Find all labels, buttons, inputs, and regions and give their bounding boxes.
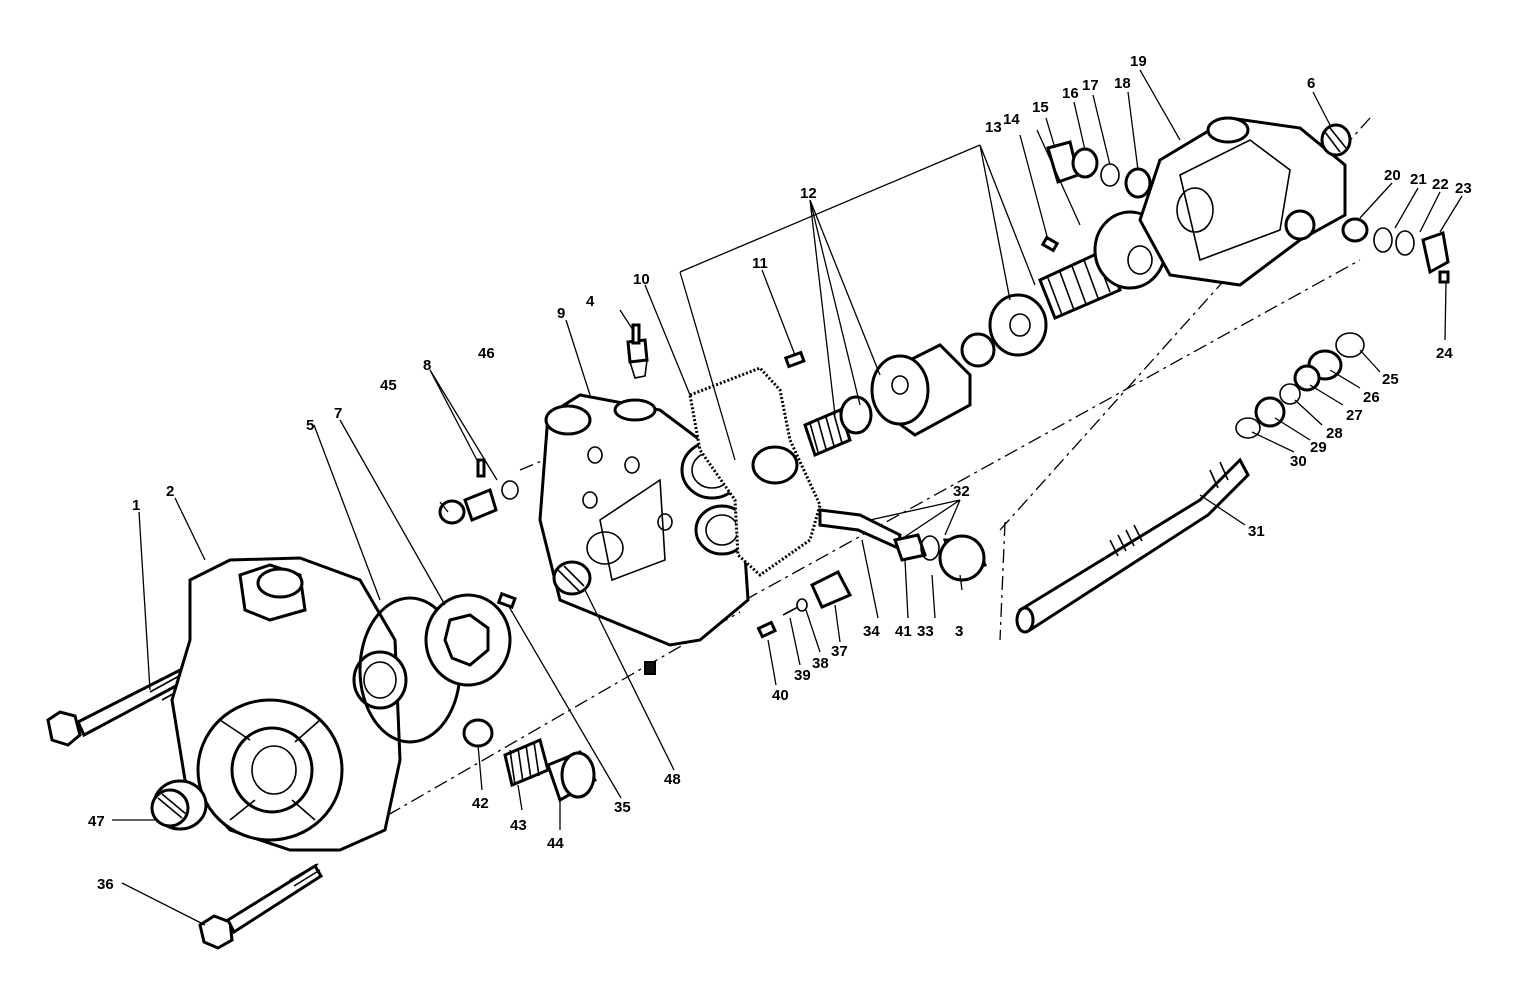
callout-3: 3 [955,623,963,640]
callout-48: 48 [664,771,681,788]
callout-8: 8 [423,357,431,374]
bearing-stack-25-30 [1235,332,1365,439]
check-valve-parts [438,458,519,525]
key-35 [496,591,517,610]
bushing-6 [1320,123,1352,157]
callout-12: 12 [800,185,817,202]
relief-valve-parts [462,718,598,803]
callout-21: 21 [1410,171,1427,188]
callout-44: 44 [547,835,564,852]
callout-4: 4 [586,293,595,310]
callout-24: 24 [1436,345,1453,362]
callout-35: 35 [614,799,631,816]
callout-9: 9 [557,305,565,322]
callout-36: 36 [97,876,114,893]
front-cover-2 [170,556,408,852]
callout-17: 17 [1082,77,1099,94]
bolt-36 [198,863,324,950]
callout-41: 41 [895,623,912,640]
rear-housing-19 [1138,116,1347,287]
callout-10: 10 [633,271,650,288]
callout-13: 13 [985,119,1002,136]
callout-43: 43 [510,817,527,834]
callout-23: 23 [1455,180,1472,197]
callout-46: 46 [478,345,495,362]
pin-11 [783,350,806,369]
callout-5: 5 [306,417,314,434]
callout-7: 7 [334,405,342,422]
callout-45: 45 [380,377,397,394]
callout-1: 1 [132,497,140,514]
seal-stack-15-18 [1046,140,1152,199]
callout-32: 32 [953,483,970,500]
callout-30: 30 [1290,453,1307,470]
callout-2: 2 [166,483,174,500]
callout-33: 33 [917,623,934,640]
gasket-10 [688,366,822,577]
cover-parts-20-24 [1284,209,1450,284]
callout-15: 15 [1032,99,1049,116]
callout-42: 42 [472,795,489,812]
callout-19: 19 [1130,53,1147,70]
callout-40: 40 [772,687,789,704]
callout-16: 16 [1062,85,1079,102]
callout-14: 14 [1003,111,1020,128]
valve-4 [626,323,649,379]
callout-29: 29 [1310,439,1327,456]
callout-31: 31 [1248,523,1265,540]
callout-22: 22 [1432,176,1449,193]
callout-11: 11 [752,255,768,272]
callout-18: 18 [1114,75,1131,92]
plug [644,661,656,675]
callout-28: 28 [1326,425,1343,442]
cylinder-group-12 [803,293,1048,458]
callout-27: 27 [1346,407,1363,424]
drive-shaft-31 [1015,457,1250,634]
callout-25: 25 [1382,371,1399,388]
rotor-plate-7 [424,593,512,687]
callout-6: 6 [1307,75,1315,92]
callout-26: 26 [1363,389,1380,406]
callout-37: 37 [831,643,848,660]
needle-bearing-47 [150,779,208,831]
small-valve-37-40 [756,569,853,639]
callout-20: 20 [1384,167,1401,184]
callout-34: 34 [863,623,880,640]
callout-47: 47 [88,813,105,830]
leader-lines [112,69,1463,926]
fitting-48 [552,560,592,596]
control-spool-group [818,508,987,582]
callout-38: 38 [812,655,829,672]
callout-39: 39 [794,667,811,684]
callout-labels: 1 2 3 4 5 6 7 8 9 10 11 12 13 14 15 16 1… [88,53,1472,893]
